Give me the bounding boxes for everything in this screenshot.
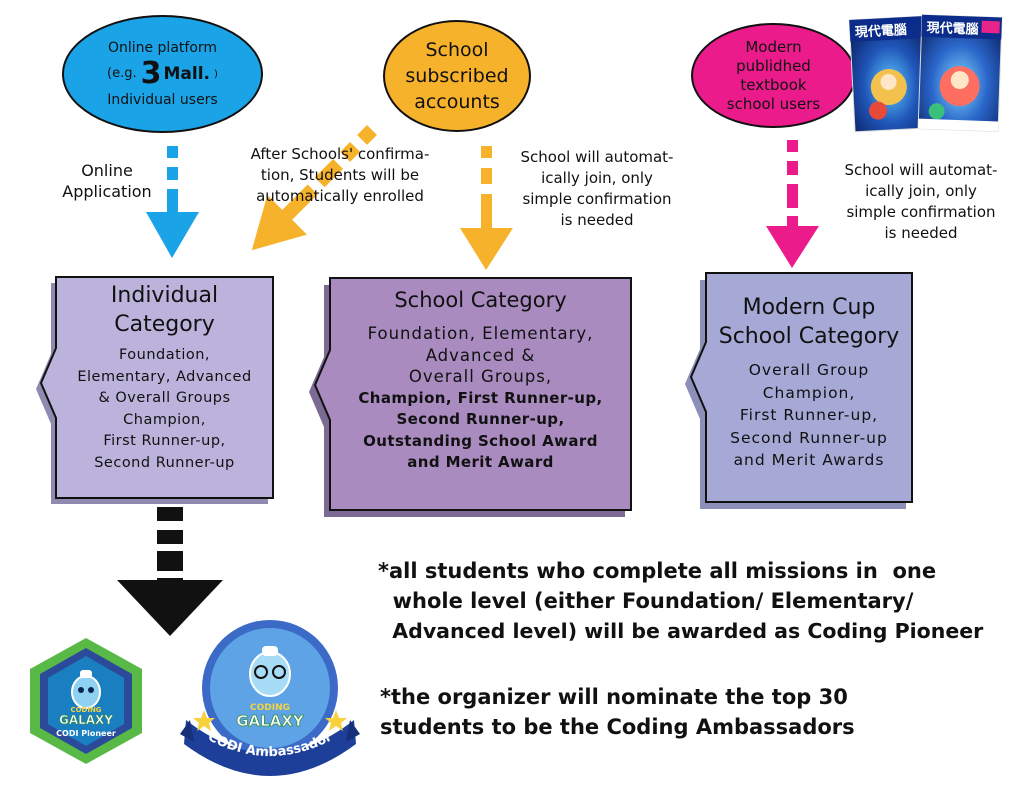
school-arrow <box>460 146 513 270</box>
pioneer-badge-top: CODING <box>70 706 101 714</box>
school-accounts-ellipse: School subscribed accounts <box>383 20 531 132</box>
online-application-label: Online Application <box>62 161 152 201</box>
three-mall-logo: 3 Mall. <box>140 56 211 91</box>
modern-category-awards: Overall Group Champion, First Runner-up,… <box>730 361 888 469</box>
award-arrow <box>117 507 223 636</box>
online-platform-title: Online platform <box>107 40 218 56</box>
modern-category-box: Modern Cup School Category Overall Group… <box>708 293 910 472</box>
school-accounts-line-1: School <box>425 39 489 61</box>
school-category-awards: Foundation, Elementary, Advanced & Overa… <box>358 324 603 471</box>
modern-arrow <box>766 140 819 268</box>
coding-ambassador-note: *the organizer will nominate the top 30 … <box>380 685 855 739</box>
school-category-box: School Category Foundation, Elementary, … <box>332 286 629 474</box>
school-join-label: School will automat- ically join, only s… <box>520 148 674 229</box>
school-accounts-line-2: subscribed <box>405 65 509 87</box>
individual-category-box: Individual Category Foundation, Elementa… <box>58 281 271 474</box>
modern-textbook-ellipse: Modern publidhed textbook school users <box>691 23 856 128</box>
school-category-shape <box>309 277 632 517</box>
modern-join-label: School will automat- ically join, only s… <box>844 161 998 242</box>
modern-line-1: Modern <box>745 37 802 56</box>
individual-category-awards: Foundation, Elementary, Advanced & Overa… <box>77 347 252 471</box>
modern-line-4: school users <box>726 94 821 113</box>
modern-line-2: publidhed <box>736 56 811 75</box>
online-platform-users: Individual users <box>107 92 218 108</box>
textbook-covers-image: 現代電腦 現代電腦 <box>848 12 1008 137</box>
online-platform-ellipse: Online platform (e.g. 3 Mall. ) Individu… <box>62 15 263 133</box>
modern-category-shape <box>685 272 913 509</box>
codi-pioneer-badge: CODING GALAXY CODI Pioneer <box>26 636 146 766</box>
individual-category-title: Individual Category <box>110 283 219 337</box>
codi-ambassador-badge: CODING GALAXY CODI Ambassador <box>180 616 360 786</box>
pioneer-badge-caption: CODI Pioneer <box>56 729 116 738</box>
coding-pioneer-note: *all students who complete all missions … <box>378 559 984 643</box>
ambassador-badge-top: CODING <box>250 703 290 713</box>
individual-category-shape <box>36 276 274 504</box>
modern-line-3: textbook <box>740 75 807 94</box>
school-category-title: School Category <box>394 288 567 312</box>
online-application-arrow <box>146 146 199 258</box>
school-accounts-line-3: accounts <box>414 91 500 113</box>
pioneer-badge-main: GALAXY <box>59 713 113 727</box>
book-title-back: 現代電腦 <box>854 22 907 41</box>
modern-category-title: Modern Cup School Category <box>718 295 900 349</box>
confirmation-label: After Schools' confirma- tion, Students … <box>250 145 430 205</box>
online-platform-example: (e.g. 3 Mall. ) <box>107 56 218 91</box>
book-title-front: 現代電腦 <box>926 20 979 38</box>
ambassador-badge-main: GALAXY <box>236 712 305 730</box>
